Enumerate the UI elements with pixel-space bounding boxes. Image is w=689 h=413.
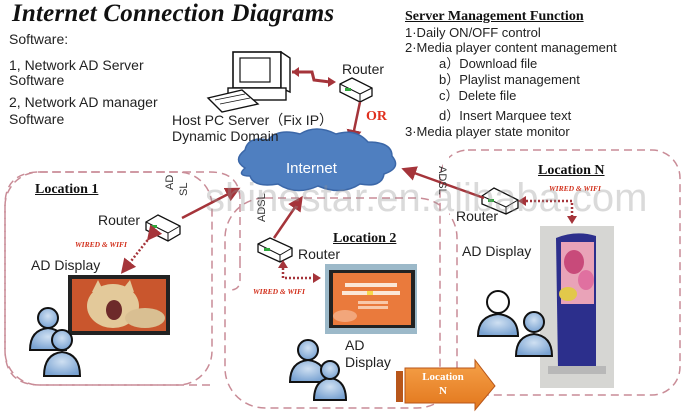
location-n-arrow-line-1: Location — [422, 371, 464, 383]
software-item-2-line-1: 2, Network AD manager — [9, 94, 158, 110]
router-location-2-icon — [257, 237, 293, 263]
host-pc-icon — [206, 50, 291, 113]
internet-label: Internet — [286, 160, 337, 177]
location-n-title: Location N — [538, 163, 605, 178]
location-n-ad-display — [540, 226, 614, 388]
adsl-label-location-1-part-1: AD — [164, 174, 176, 190]
server-management-title: Server Management Function — [405, 9, 584, 24]
users-location-n-icon — [476, 290, 554, 357]
location-n-region — [439, 149, 681, 396]
location-n-router-label: Router — [456, 208, 499, 224]
location-n-arrow-label: Location N — [412, 370, 474, 398]
router-location-n-icon — [481, 187, 519, 215]
location-2-title: Location 2 — [333, 231, 397, 246]
internet-cloud-icon — [237, 128, 397, 192]
host-pc-label: Host PC Server（Fix IP） — [172, 112, 334, 128]
location-1-wifi-link — [120, 224, 163, 274]
or-label: OR — [366, 109, 387, 124]
host-router-link — [292, 70, 331, 84]
router-host-label: Router — [342, 61, 385, 77]
location-n-adsl-link — [401, 166, 485, 200]
smf-item-2a: a）Download file — [439, 56, 538, 71]
location-2-display-label-1: AD — [345, 337, 365, 353]
page-title: Internet Connection Diagrams — [12, 0, 335, 27]
location-2-region — [224, 197, 458, 409]
smf-item-2: 2·Media player content management — [405, 40, 617, 55]
location-2-adsl-link — [272, 195, 303, 239]
router-host-icon — [339, 77, 373, 103]
smf-item-2c: c）Delete file — [439, 88, 517, 103]
watermark: shinestar.en.alibaba.com — [205, 176, 648, 220]
location-2-ad-display — [325, 264, 417, 334]
location-1-wired-wifi-label: WIRED & WIFI — [75, 240, 127, 249]
software-item-1-line-1: 1, Network AD Server — [9, 57, 144, 73]
location-1-display-label: AD Display — [31, 257, 101, 273]
software-item-2-line-2: Software — [9, 111, 65, 127]
smf-item-1: 1·Daily ON/OFF control — [405, 25, 541, 40]
smf-item-2b: b）Playlist management — [439, 72, 580, 87]
adsl-label-location-1-part-2: SL — [178, 182, 190, 196]
location-2-wired-wifi-label: WIRED & WIFI — [253, 287, 305, 296]
location-1-region — [4, 171, 213, 386]
location-1-router-label: Router — [98, 212, 141, 228]
location-1-ad-display — [68, 275, 170, 335]
location-2-wifi-link — [281, 264, 316, 280]
location-1-border — [4, 171, 241, 386]
users-location-1-icon — [28, 307, 82, 377]
location-2-display-label-2: Display — [345, 354, 391, 370]
location-1-title: Location 1 — [35, 182, 99, 197]
users-location-2-icon — [288, 339, 348, 401]
location-1-adsl-link — [181, 187, 241, 220]
software-heading: Software: — [9, 31, 69, 47]
location-n-wifi-link — [522, 199, 574, 218]
smf-item-2d: d）Insert Marquee text — [439, 108, 572, 123]
location-n-display-label: AD Display — [462, 243, 532, 259]
dynamic-domain-label: Dynamic Domain — [172, 128, 279, 144]
location-n-wired-wifi-label: WIRED & WIFI — [549, 184, 601, 193]
software-item-1-line-2: Software — [9, 72, 65, 88]
location-n-arrow-line-2: N — [439, 385, 447, 397]
location-n-arrow-icon — [396, 358, 496, 412]
location-2-router-label: Router — [298, 246, 341, 262]
smf-item-3: 3·Media player state monitor — [405, 124, 570, 139]
